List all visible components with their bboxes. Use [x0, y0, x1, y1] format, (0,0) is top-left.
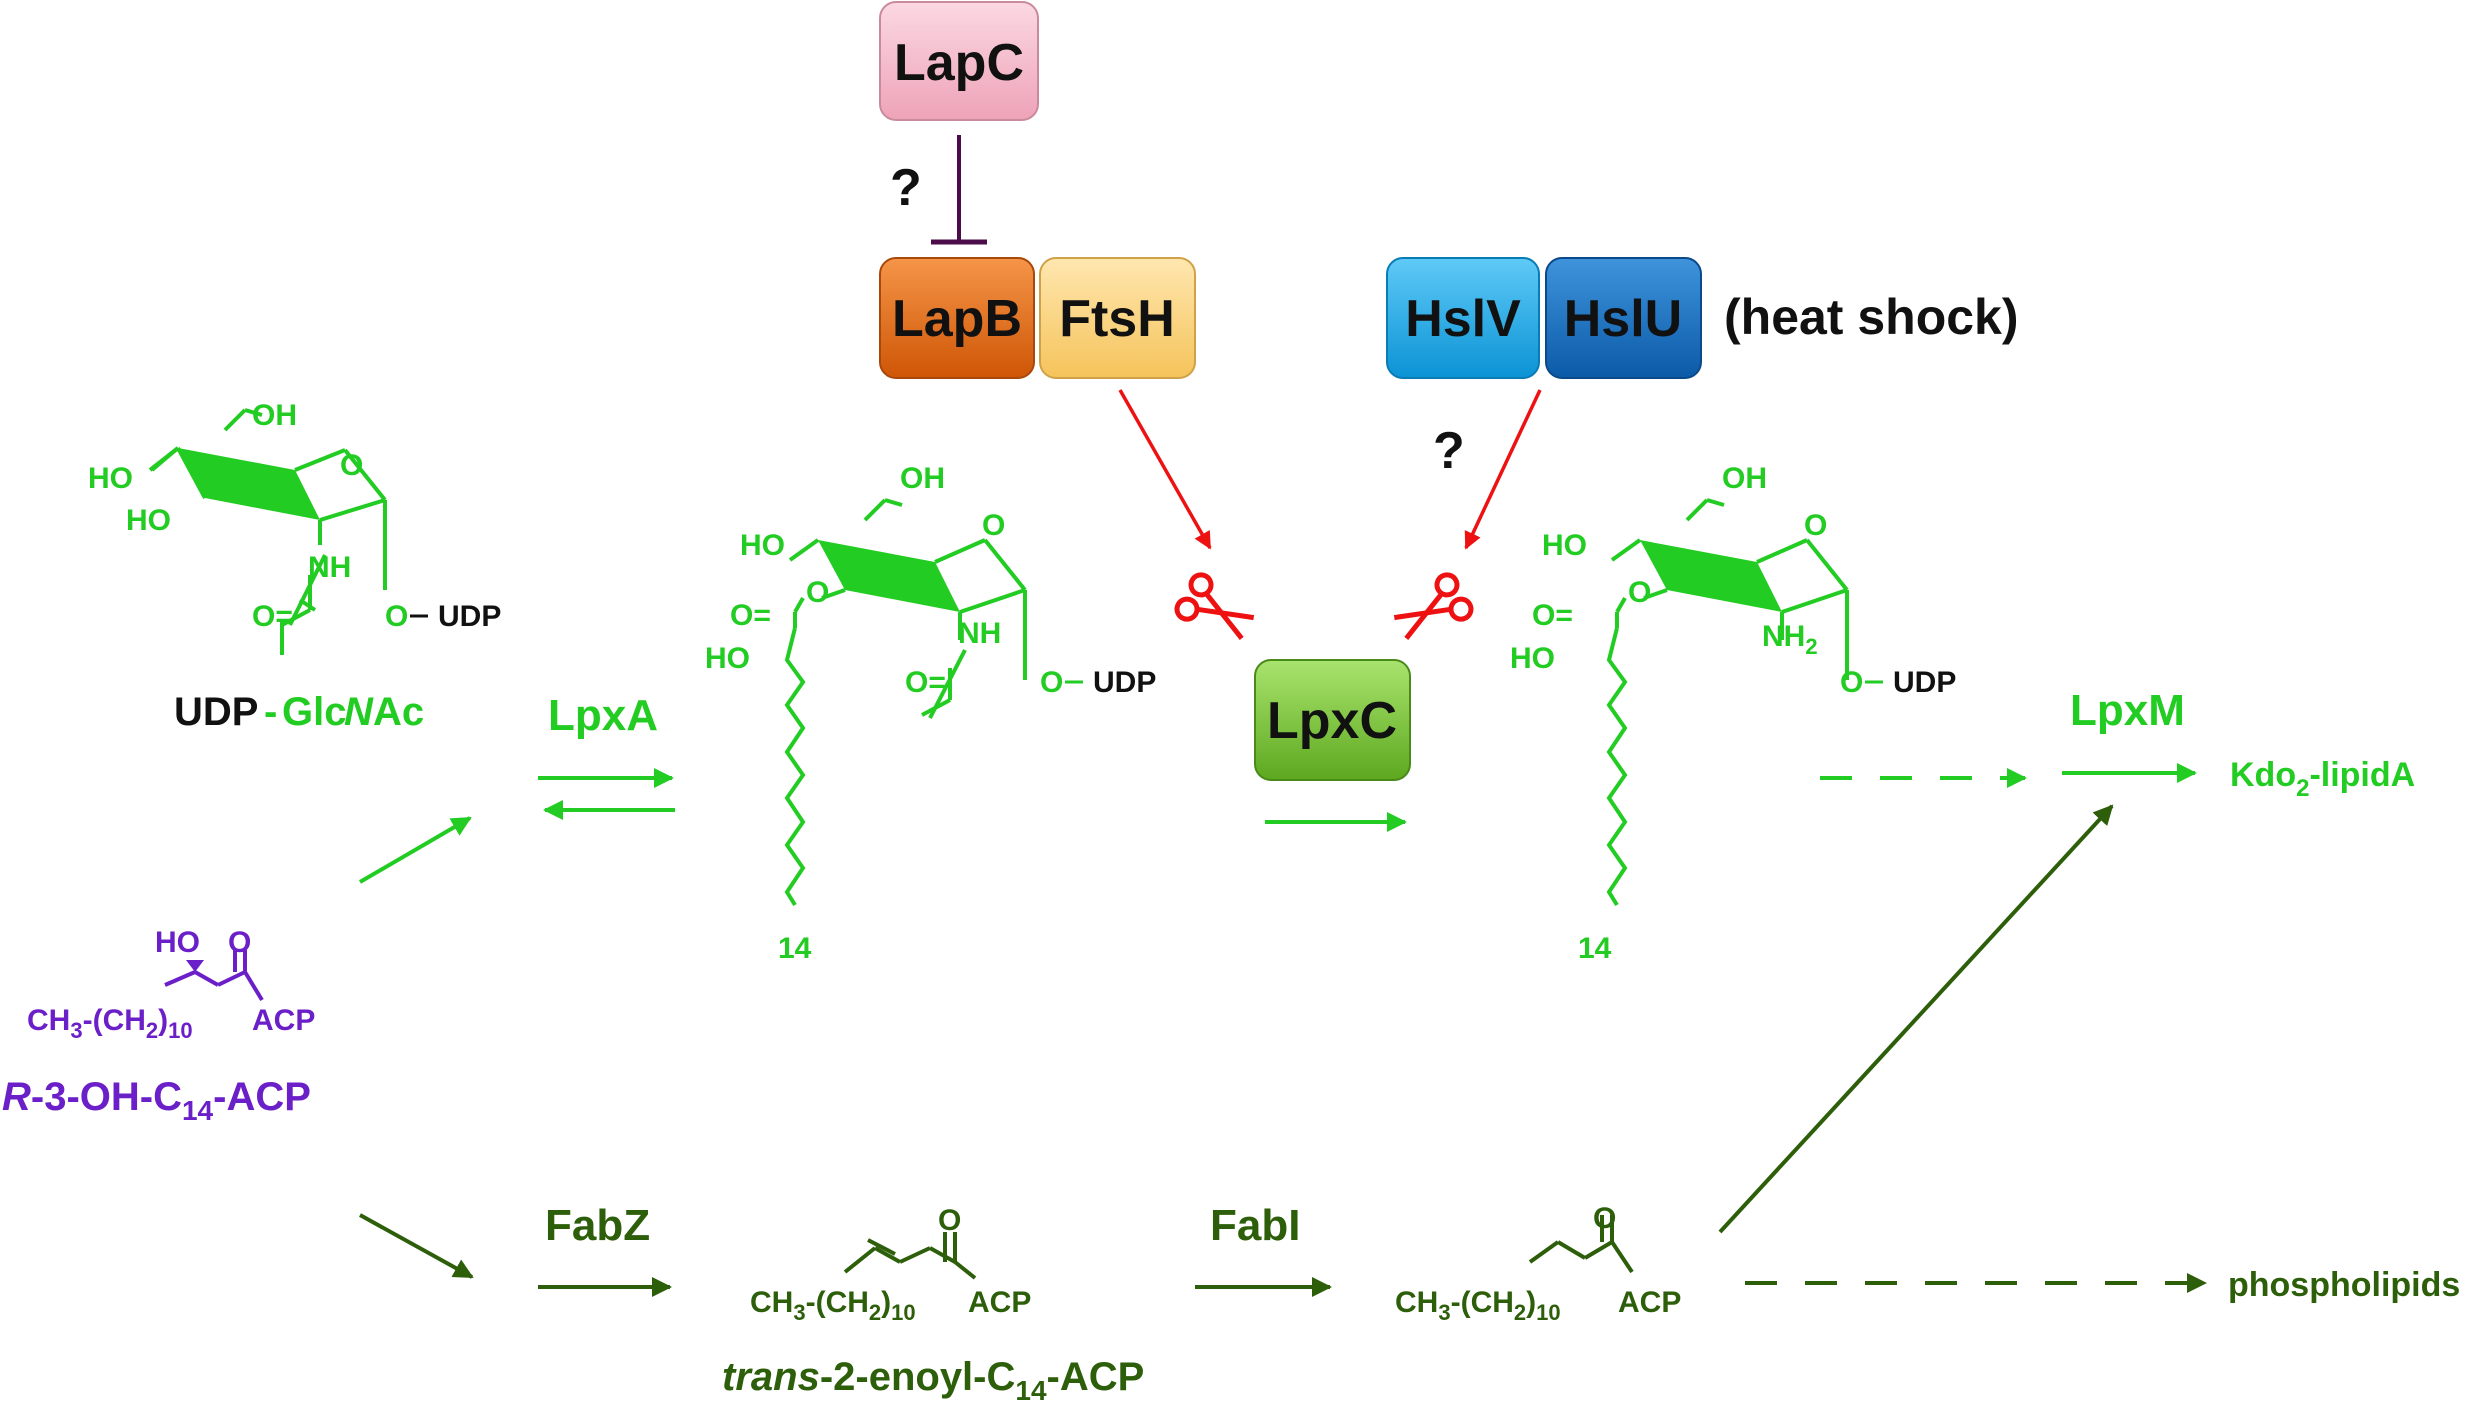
lpxc-product-ester-o: O — [1628, 576, 1651, 609]
udp-glcnac-o: O — [385, 600, 408, 633]
lpxa-label: LpxA — [548, 691, 658, 740]
hslu-box: HslU — [1545, 257, 1702, 379]
question-mark-lapc: ? — [890, 159, 922, 217]
lpxa-product-ho: HO — [740, 529, 785, 562]
udp-glcnac-ac: Ac — [373, 690, 424, 734]
udp-glcnac-udp-label: UDP — [174, 690, 258, 734]
udp-glcnac-ring-o: O — [340, 449, 363, 482]
lpxc-product-udp: UDP — [1893, 666, 1956, 699]
udp-glcnac-glc: Glc — [282, 690, 346, 734]
lpxa-product-chain-14: 14 — [778, 932, 812, 965]
trans-enoyl-structure — [843, 1232, 977, 1280]
r3oh-label: R-3-OH-C14-ACP — [2, 1075, 311, 1126]
fabz-label: FabZ — [545, 1201, 650, 1250]
trans-enoyl-ch3: CH3-(CH2)10 — [750, 1286, 916, 1325]
lpxc-product-ho-2: HO — [1510, 642, 1555, 675]
lpxa-product-carbonyl: O= — [730, 599, 771, 632]
lpxa-product-ester-o: O — [806, 576, 829, 609]
scissors-icon-right — [1393, 572, 1474, 640]
r3oh-o: O — [228, 926, 251, 959]
lpxc-product-ring-o: O — [1804, 509, 1827, 542]
lapb-box: LapB — [879, 257, 1035, 379]
scissors-icon-left — [1174, 572, 1255, 640]
lpxa-product-structure — [784, 498, 1027, 907]
r3oh-acp: ACP — [252, 1004, 315, 1037]
fabi-label: FabI — [1210, 1201, 1300, 1250]
lpxc-product-o: O — [1840, 666, 1863, 699]
trans-enoyl-o: O — [938, 1204, 961, 1237]
hslvu-protease-arrow — [1464, 389, 1542, 550]
lpxa-product-ring-o: O — [982, 509, 1005, 542]
lpxa-product-acetyl-o: O= — [905, 666, 946, 699]
hslv-box: HslV — [1386, 257, 1540, 379]
fabz-branch-arrow — [359, 1213, 474, 1279]
udp-glcnac-udp: UDP — [438, 600, 501, 633]
acyl-acp-ch3: CH3-(CH2)10 — [1395, 1286, 1561, 1325]
r3oh-structure — [164, 950, 264, 1002]
lpxa-product-oh: OH — [900, 462, 945, 495]
udp-glcnac-structure — [148, 408, 387, 655]
lpxc-product-ho: HO — [1542, 529, 1587, 562]
udp-glcnac-ho-2: HO — [126, 504, 171, 537]
trans-enoyl-acp: ACP — [968, 1286, 1031, 1319]
ftsh-protease-arrow — [1118, 389, 1212, 550]
kdo2-lipida-label: Kdo2-lipidA — [2230, 756, 2415, 802]
acyl-acp-o: O — [1593, 1202, 1616, 1235]
trans-enoyl-label: trans-2-enoyl-C14-ACP — [722, 1355, 1144, 1406]
lpxc-product-chain-14: 14 — [1578, 932, 1612, 965]
lpxa-product-ho-2: HO — [705, 642, 750, 675]
question-mark-hslvu: ? — [1433, 422, 1465, 480]
udp-glcnac-carbonyl: O= — [252, 600, 293, 633]
udp-glcnac-oh: OH — [252, 399, 297, 432]
lapc-label: LapC — [894, 34, 1024, 92]
heat-shock-label: (heat shock) — [1724, 289, 2019, 345]
ftsh-label: FtsH — [1059, 290, 1175, 348]
udp-glcnac-nh: NH — [308, 551, 351, 584]
lpxc-label: LpxC — [1267, 692, 1397, 750]
lpxc-product-oh: OH — [1722, 462, 1767, 495]
lpxc-box: LpxC — [1254, 659, 1411, 781]
phospholipids-label: phospholipids — [2228, 1266, 2460, 1304]
lapc-inhibition — [931, 135, 987, 245]
udp-glcnac-ho-1: HO — [88, 462, 133, 495]
r3oh-ho: HO — [155, 926, 200, 959]
lpxc-product-carbonyl: O= — [1532, 599, 1573, 632]
lpxa-product-o: O — [1040, 666, 1063, 699]
lpxm-label: LpxM — [2070, 686, 2185, 735]
udp-glcnac-n: N — [344, 690, 374, 734]
hslv-label: HslV — [1405, 290, 1521, 348]
substrate-merge-arrow — [358, 816, 472, 884]
acyl-acp-structure — [1528, 1215, 1634, 1274]
lpxc-product-structure — [1606, 498, 1849, 907]
lapb-label: LapB — [892, 290, 1022, 348]
lpxc-product-nh2: NH2 — [1762, 620, 1818, 659]
hslu-label: HslU — [1564, 290, 1682, 348]
lpxa-product-nh: NH — [958, 617, 1001, 650]
acyl-acp-acp: ACP — [1618, 1286, 1681, 1319]
r3oh-ch3: CH3-(CH2)10 — [27, 1004, 193, 1043]
udp-glcnac-dash: - — [264, 690, 277, 734]
lapc-box: LapC — [879, 1, 1039, 121]
to-lpxm-arrow — [1718, 804, 2114, 1234]
lpxa-product-udp: UDP — [1093, 666, 1156, 699]
ftsh-box: FtsH — [1039, 257, 1196, 379]
